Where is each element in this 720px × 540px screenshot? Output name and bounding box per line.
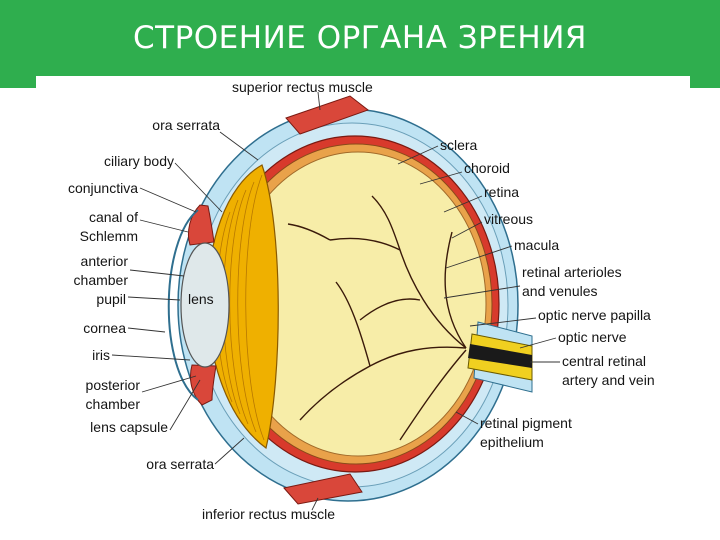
label-cornea: cornea [83, 320, 126, 336]
retinal-vessels [287, 195, 467, 441]
inferior-rectus-shape [283, 473, 363, 505]
lens-shape [180, 242, 230, 368]
superior-rectus-shape [285, 95, 370, 135]
label-retina: retina [484, 184, 519, 200]
label-superior-rectus-muscle: superior rectus muscle [232, 79, 373, 95]
label-macula: macula [514, 237, 559, 253]
label-posterior-chamber: chamber [86, 396, 141, 412]
label-retinal-pigment: retinal pigment [480, 415, 572, 431]
ciliary-region [207, 164, 279, 450]
label-artery-and-vein: artery and vein [562, 372, 655, 388]
label-choroid: choroid [464, 160, 510, 176]
leader-lines [111, 91, 560, 511]
label-pupil: pupil [96, 291, 126, 307]
label-retinal-arterioles: retinal arterioles [522, 264, 622, 280]
label-sclera: sclera [440, 137, 478, 153]
label-conjunctiva: conjunctiva [68, 180, 138, 196]
page-title: СТРОЕНИЕ ОРГАНА ЗРЕНИЯ [133, 20, 587, 56]
label-optic-nerve-papilla: optic nerve papilla [538, 307, 651, 323]
label-epithelium: epithelium [480, 434, 544, 450]
label-iris: iris [92, 347, 110, 363]
label-canal-of: canal of [89, 209, 138, 225]
label-posterior: posterior [86, 377, 141, 393]
label-central-retinal: central retinal [562, 353, 646, 369]
label-anterior-chamber: chamber [74, 272, 129, 288]
label-inferior-rectus-muscle: inferior rectus muscle [202, 506, 335, 522]
label-anterior: anterior [81, 253, 129, 269]
label-vitreous: vitreous [484, 211, 533, 227]
label-ciliary-body: ciliary body [104, 153, 174, 169]
title-bar: СТРОЕНИЕ ОРГАНА ЗРЕНИЯ [0, 0, 720, 88]
optic-nerve-shape [467, 321, 533, 393]
label-and-venules: and venules [522, 283, 598, 299]
iris-lower [189, 364, 217, 406]
label-optic-nerve: optic nerve [558, 329, 627, 345]
label-schlemm: Schlemm [80, 228, 138, 244]
label-ora-serrata-top: ora serrata [152, 117, 220, 133]
label-lens: lens [188, 291, 214, 307]
cornea-shape [167, 209, 199, 401]
label-lens-capsule: lens capsule [90, 419, 168, 435]
label-ora-serrata-bottom: ora serrata [146, 456, 214, 472]
